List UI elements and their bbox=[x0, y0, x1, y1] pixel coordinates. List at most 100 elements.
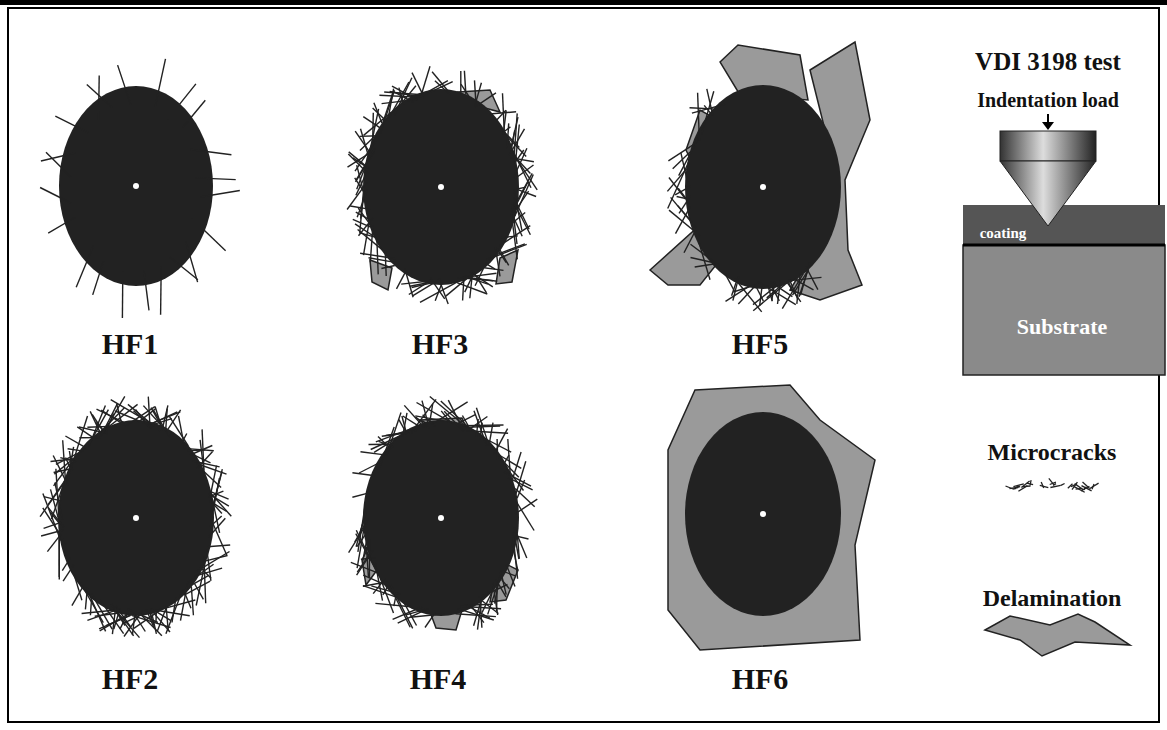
crack-stroke bbox=[1041, 482, 1044, 488]
crack-stroke bbox=[760, 285, 763, 306]
crack-stroke bbox=[477, 93, 496, 106]
crack-stroke bbox=[89, 593, 106, 631]
crack-stroke bbox=[370, 109, 379, 153]
crack-stroke bbox=[499, 457, 519, 477]
crack-stroke bbox=[155, 612, 157, 622]
crack-stroke bbox=[511, 173, 532, 211]
crack-stroke bbox=[90, 594, 92, 616]
crack-stroke bbox=[370, 226, 373, 263]
crack-stroke bbox=[54, 449, 85, 474]
crack-stroke bbox=[359, 218, 373, 236]
crack-stroke bbox=[441, 285, 448, 305]
crack-stroke bbox=[698, 93, 700, 141]
crack-stroke bbox=[387, 413, 402, 456]
crack-stroke bbox=[363, 117, 380, 128]
crack-stroke bbox=[72, 586, 83, 605]
crack-stroke bbox=[381, 266, 394, 269]
crack-stroke bbox=[172, 598, 176, 623]
crack-stroke bbox=[380, 90, 394, 134]
crack-stroke bbox=[46, 152, 71, 177]
crack-stroke bbox=[1050, 485, 1060, 487]
crack-stroke bbox=[514, 148, 527, 177]
crack-stroke bbox=[192, 219, 226, 251]
crack-stroke bbox=[509, 129, 524, 155]
crack-stroke bbox=[461, 84, 471, 99]
crack-stroke bbox=[151, 408, 163, 428]
crack-stroke bbox=[513, 150, 532, 188]
crack-stroke bbox=[691, 244, 720, 266]
crack-stroke bbox=[144, 271, 149, 311]
hf-grade-label: HF5 bbox=[732, 327, 789, 360]
crack-stroke bbox=[511, 183, 527, 215]
crack-stroke bbox=[668, 143, 696, 161]
crack-stroke bbox=[514, 527, 527, 558]
crack-stroke bbox=[360, 253, 396, 259]
crack-stroke bbox=[470, 273, 473, 298]
crack-stroke bbox=[1084, 487, 1086, 490]
crack-stroke bbox=[356, 511, 366, 546]
crack-stroke bbox=[209, 491, 228, 499]
crack-stroke bbox=[41, 153, 76, 161]
load-label: Indentation load bbox=[977, 89, 1119, 111]
hf-grade-label: HF6 bbox=[732, 662, 789, 695]
crack-stroke bbox=[40, 188, 71, 204]
crack-stroke bbox=[511, 151, 537, 190]
crack-stroke bbox=[668, 161, 689, 209]
crack-stroke bbox=[183, 100, 205, 127]
schematic-title: VDI 3198 test bbox=[975, 48, 1121, 76]
crack-stroke bbox=[357, 550, 373, 575]
crack-stroke bbox=[514, 536, 528, 539]
crack-stroke bbox=[188, 449, 214, 451]
crack-stroke bbox=[170, 417, 189, 446]
crack-stroke bbox=[76, 246, 93, 287]
crack-stroke bbox=[191, 150, 232, 155]
crack-stroke bbox=[98, 408, 124, 434]
crack-stroke bbox=[460, 71, 461, 95]
delamination-areas bbox=[362, 42, 875, 650]
crack-stroke bbox=[192, 454, 211, 463]
crack-stroke bbox=[1010, 487, 1021, 489]
crack-stroke bbox=[160, 266, 162, 315]
crack-stroke bbox=[486, 244, 526, 260]
crack-stroke bbox=[771, 282, 793, 297]
crack-stroke bbox=[357, 190, 367, 217]
crack-stroke bbox=[210, 501, 227, 511]
crack-stroke bbox=[458, 609, 494, 620]
crack-stroke bbox=[68, 449, 81, 451]
crack-stroke bbox=[359, 463, 380, 474]
crack-stroke bbox=[377, 235, 379, 275]
crack-stroke bbox=[1030, 480, 1031, 485]
crack-stroke bbox=[93, 261, 104, 295]
crack-stroke bbox=[48, 469, 72, 504]
legend-label: Microcracks bbox=[988, 439, 1117, 465]
crack-stroke bbox=[181, 583, 188, 620]
crack-stroke bbox=[192, 576, 208, 585]
crack-stroke bbox=[60, 458, 76, 462]
crack-stroke bbox=[353, 219, 370, 226]
crack-stroke bbox=[691, 258, 712, 263]
crack-stroke bbox=[348, 154, 368, 174]
crack-stroke bbox=[358, 230, 386, 253]
crack-stroke bbox=[480, 602, 482, 627]
crack-stroke bbox=[1083, 482, 1090, 488]
crack-stroke bbox=[154, 411, 170, 437]
crack-stroke bbox=[48, 508, 64, 528]
crack-stroke bbox=[430, 397, 466, 427]
crack-stroke bbox=[117, 613, 133, 636]
crack-stroke bbox=[184, 581, 210, 595]
crack-stroke bbox=[671, 197, 697, 227]
crack-stroke bbox=[98, 76, 100, 120]
crack-stroke bbox=[726, 286, 750, 301]
hf-grade-label: HF1 bbox=[102, 327, 159, 360]
crack-stroke bbox=[425, 82, 452, 95]
crack-stroke bbox=[430, 404, 433, 422]
crack-stroke bbox=[466, 431, 508, 433]
crack-stroke bbox=[79, 437, 100, 439]
crack-stroke bbox=[495, 248, 500, 277]
crack-stroke bbox=[435, 81, 450, 95]
crack-stroke bbox=[44, 522, 61, 528]
microcracks bbox=[40, 59, 821, 638]
crack-stroke bbox=[420, 283, 456, 302]
crack-stroke bbox=[136, 410, 150, 428]
legend-label: Delamination bbox=[983, 585, 1122, 611]
